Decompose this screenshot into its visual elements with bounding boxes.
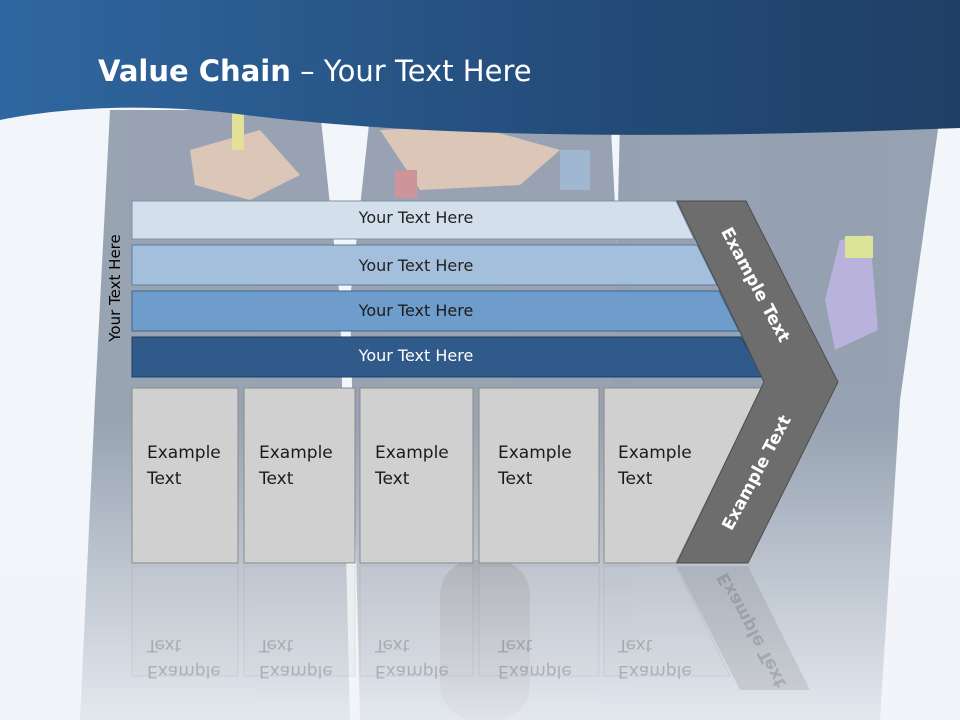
slide-title: Value Chain – Your Text Here: [98, 54, 532, 88]
reflection: [131, 565, 810, 690]
box-5-line2: Text: [618, 469, 653, 489]
box-reflection-4: Example Text: [498, 632, 572, 684]
box-2-refl-line1: Example: [259, 661, 333, 681]
box-5-line1: Example: [618, 443, 692, 463]
box-1: [131, 387, 239, 564]
box-1-refl-line1: Example: [147, 661, 221, 681]
box-3-line2: Text: [375, 469, 410, 489]
box-4: [478, 387, 600, 564]
box-reflection-3: Example Text: [375, 632, 449, 684]
box-4-refl-line2: Text: [498, 635, 533, 655]
box-reflection-1: Example Text: [147, 632, 221, 684]
box-2-line2: Text: [259, 469, 294, 489]
box-5: [603, 387, 763, 564]
row-bar-1: [131, 200, 695, 240]
box-3-refl-line1: Example: [375, 661, 449, 681]
row-label-4: Your Text Here: [358, 346, 474, 365]
box-4-refl-line1: Example: [498, 661, 572, 681]
box-1-line1: Example: [147, 443, 221, 463]
header-band: [0, 0, 960, 135]
box-1-line2: Text: [147, 469, 182, 489]
row-label-1: Your Text Here: [358, 208, 474, 227]
box-reflection-5: Example Text: [618, 632, 692, 684]
box-3-line1: Example: [375, 443, 449, 463]
box-3-refl-line2: Text: [375, 635, 410, 655]
box-3: [359, 387, 474, 564]
box-reflection-2: Example Text: [259, 632, 333, 684]
row-label-2: Your Text Here: [358, 256, 474, 275]
title-bold: Value Chain: [98, 54, 291, 88]
box-5-refl-line1: Example: [618, 661, 692, 681]
box-1-refl-line2: Text: [147, 635, 182, 655]
box-2-refl-line2: Text: [259, 635, 294, 655]
box-2: [243, 387, 356, 564]
chevron-arrow: [676, 200, 839, 564]
box-5-refl-line2: Text: [618, 635, 653, 655]
box-4-line1: Example: [498, 443, 572, 463]
box-2-line1: Example: [259, 443, 333, 463]
row-label-3: Your Text Here: [358, 301, 474, 320]
box-4-line2: Text: [498, 469, 533, 489]
title-rest: – Your Text Here: [290, 54, 532, 88]
